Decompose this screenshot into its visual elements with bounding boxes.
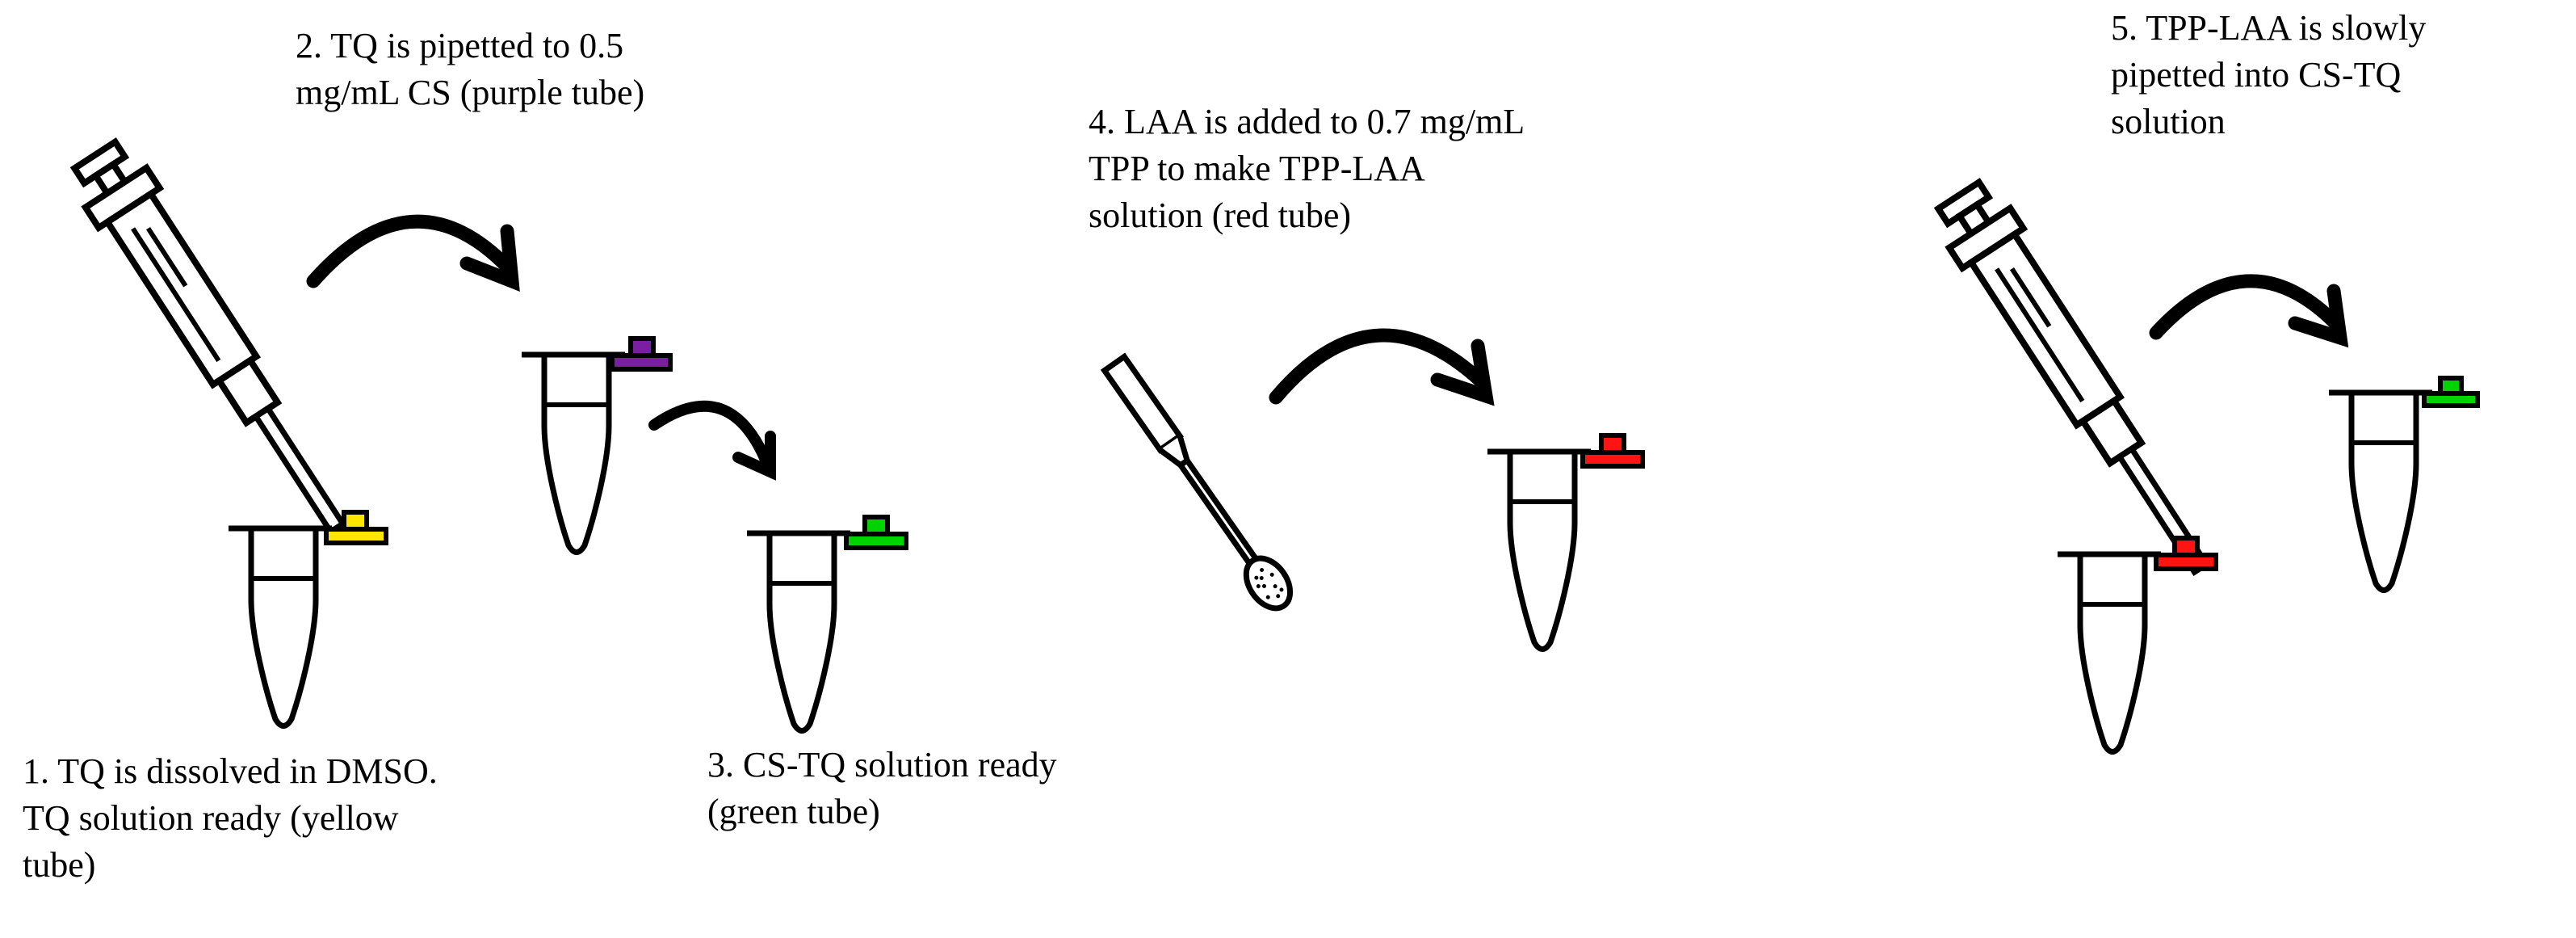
caption-line: tube) (23, 845, 96, 885)
purple-tube (522, 336, 673, 553)
caption-line: TPP to make TPP-LAA (1089, 149, 1425, 188)
green-tube (2329, 376, 2480, 591)
yellow-tube (229, 510, 388, 726)
pipette-icon (1928, 175, 2231, 587)
red-tube (1487, 433, 1645, 650)
green-tube (747, 515, 908, 731)
caption-line: 2. TQ is pipetted to 0.5 (296, 26, 624, 65)
curved-arrow-icon (306, 214, 520, 292)
step-2-caption: 2. TQ is pipetted to 0.5 mg/mL CS (purpl… (296, 23, 644, 116)
step-5-caption: 5. TPP-LAA is slowly pipetted into CS-TQ… (2111, 5, 2426, 145)
step-4-caption: 4. LAA is added to 0.7 mg/mL TPP to make… (1089, 99, 1525, 239)
pipette-icon (65, 135, 367, 547)
caption-line: 5. TPP-LAA is slowly (2111, 8, 2427, 48)
caption-line: solution (red tube) (1089, 196, 1352, 235)
step-3-caption: 3. CS-TQ solution ready (green tube) (707, 742, 1057, 835)
caption-line: TQ solution ready (yellow (23, 798, 399, 838)
caption-line: pipetted into CS-TQ (2111, 55, 2402, 95)
caption-line: (green tube) (707, 792, 880, 831)
curved-arrow-icon (648, 400, 776, 481)
caption-line: mg/mL CS (purple tube) (296, 73, 645, 112)
spatula-icon (1099, 353, 1299, 616)
red-tube (2058, 536, 2218, 752)
caption-line: 1. TQ is dissolved in DMSO. (23, 751, 438, 791)
step-1-caption: 1. TQ is dissolved in DMSO. TQ solution … (23, 748, 438, 889)
caption-line: 3. CS-TQ solution ready (707, 745, 1057, 784)
caption-line: solution (2111, 102, 2226, 141)
caption-line: 4. LAA is added to 0.7 mg/mL (1089, 102, 1525, 141)
curved-arrow-icon (2149, 274, 2349, 348)
curved-arrow-icon (1269, 328, 1495, 406)
